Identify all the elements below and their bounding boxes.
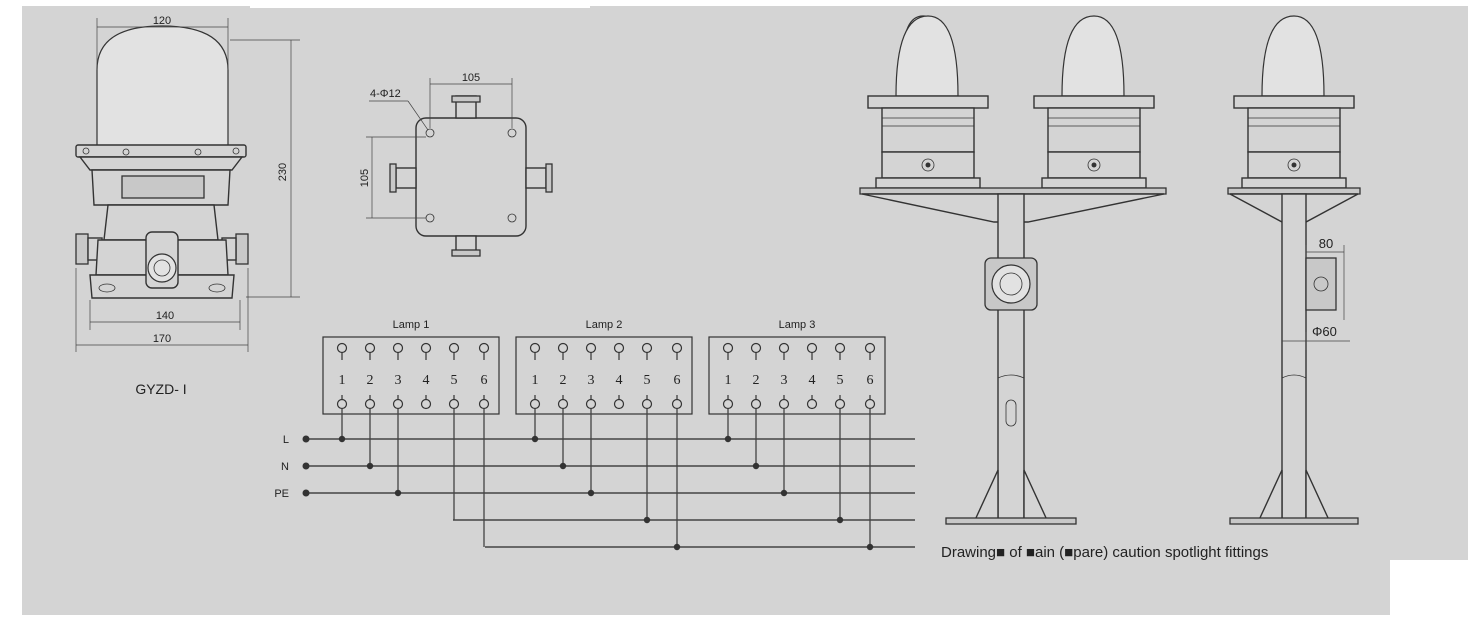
terminals: 1 2 3 4 5 6 1 2 3 4 5 6 1 2 3 4 5 6	[336, 342, 876, 410]
terminal-number-1-1: 1	[339, 373, 346, 388]
junction-dot-1-2	[366, 462, 374, 470]
lamp-1-title: Lamp 1	[393, 319, 430, 331]
terminal-number-3-1: 1	[725, 373, 732, 388]
bus-L-terminal	[302, 435, 310, 443]
bus-label-L: L	[283, 434, 289, 446]
terminal-number-2-2: 2	[560, 373, 567, 388]
top-strip	[250, 0, 590, 8]
terminal-number-3-4: 4	[809, 373, 816, 388]
hole-spec-label: 4-Φ12	[370, 88, 401, 100]
box-width-dim: 105	[462, 72, 480, 84]
box-height-dim: 105	[359, 169, 371, 187]
terminal-number-1-6: 6	[481, 373, 488, 388]
junction-box: 105 105 4-Φ12	[359, 72, 553, 257]
lamp-dimensions: 120 230 140 170	[75, 15, 300, 352]
bus-label-PE: PE	[274, 488, 289, 500]
terminal-number-2-5: 5	[644, 373, 651, 388]
junction-dot-2-3	[587, 489, 595, 497]
junction-dot-3-1	[724, 435, 732, 443]
drawing-caption: Drawing■ of ■ain (■pare) caution spotlig…	[941, 544, 1268, 561]
lamp-3-terminal-block	[708, 336, 886, 415]
lamp-2-title: Lamp 2	[586, 319, 623, 331]
terminal-number-1-5: 5	[451, 373, 458, 388]
dim-box-width: 80	[1319, 236, 1333, 251]
terminal-number-3-6: 6	[867, 373, 874, 388]
junction-dot-3-5	[836, 516, 844, 524]
junction-dot-2-1	[531, 435, 539, 443]
terminal-number-2-4: 4	[616, 373, 623, 388]
junction-dot-1-1	[338, 435, 346, 443]
terminal-number-2-3: 3	[588, 373, 595, 388]
single-lamp-side-view: 80 Φ60	[1227, 15, 1361, 525]
lamp-3-title: Lamp 3	[779, 319, 816, 331]
terminal-bottom-3-4	[806, 398, 818, 410]
lamp-front-view	[75, 25, 249, 299]
sheet-corner-notch	[1390, 560, 1468, 615]
wires	[338, 408, 874, 551]
terminal-number-3-2: 2	[753, 373, 760, 388]
terminal-bottom-2-4	[613, 398, 625, 410]
bus-label-N: N	[281, 461, 289, 473]
junction-dot-3-6	[866, 543, 874, 551]
junction-dot-3-2	[752, 462, 760, 470]
junction-dot-2-5	[643, 516, 651, 524]
junction-dot-3-3	[780, 489, 788, 497]
terminal-number-3-5: 5	[837, 373, 844, 388]
terminal-number-1-2: 2	[367, 373, 374, 388]
junction-dot-2-6	[673, 543, 681, 551]
bus-N-terminal	[302, 462, 310, 470]
dim-base-mount: 140	[156, 310, 174, 322]
terminal-number-1-3: 3	[395, 373, 402, 388]
terminal-number-3-3: 3	[781, 373, 788, 388]
terminal-number-2-6: 6	[674, 373, 681, 388]
junction-dot-2-2	[559, 462, 567, 470]
terminal-number-1-4: 4	[423, 373, 430, 388]
dim-pole-diameter: Φ60	[1312, 324, 1337, 339]
dim-base-total: 170	[153, 333, 171, 345]
terminal-bottom-1-4	[420, 398, 432, 410]
lamp-1-terminal-block	[322, 336, 500, 415]
drawing-background	[22, 6, 1468, 615]
lamp-2-terminal-block	[515, 336, 693, 415]
double-lamp-mast	[859, 15, 1167, 525]
dim-top-width: 120	[153, 15, 171, 27]
dim-height: 230	[277, 163, 289, 181]
junction-dot-1-3	[394, 489, 402, 497]
bus-PE-terminal	[302, 489, 310, 497]
terminal-number-2-1: 1	[532, 373, 539, 388]
lamp-model-label: GYZD- I	[135, 381, 186, 397]
